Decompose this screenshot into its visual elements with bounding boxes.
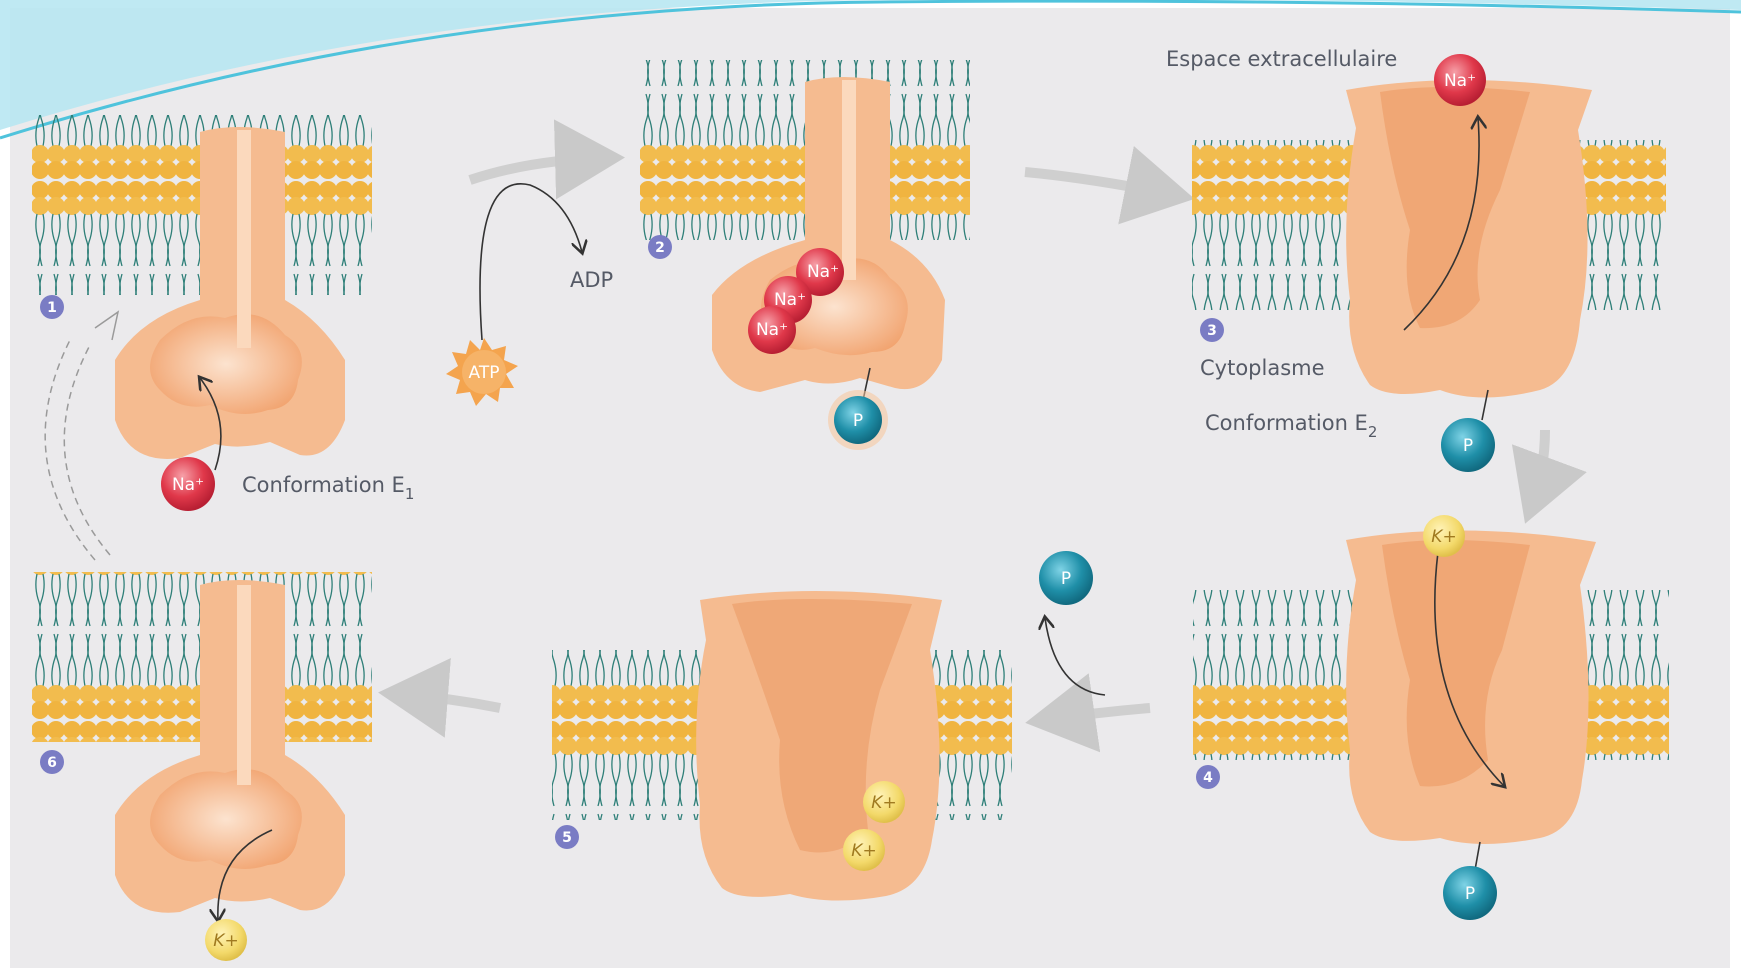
phosphate-label: P [1463, 436, 1473, 456]
released-phosphate-label: P [1061, 569, 1071, 589]
pump-channel [237, 130, 251, 348]
atp-label: ATP [469, 363, 500, 383]
sodium-ion-label: Na⁺ [1444, 71, 1476, 91]
step-number-6: 6 [47, 755, 57, 771]
potassium-ion-label: K+ [871, 793, 896, 813]
step-number-5: 5 [562, 830, 572, 846]
potassium-ion-label: K+ [851, 841, 876, 861]
extracellular-label: Espace extracellulaire [1166, 47, 1397, 71]
sodium-ion-label: Na⁺ [807, 262, 839, 282]
sodium-ion-label: Na⁺ [172, 475, 204, 495]
step-number-2: 2 [655, 240, 665, 256]
phosphate-label: P [1465, 884, 1475, 904]
sodium-ion-label: Na⁺ [756, 320, 788, 340]
step-number-3: 3 [1207, 323, 1217, 339]
step-number-1: 1 [47, 300, 57, 316]
step-number-4: 4 [1203, 770, 1213, 786]
pump-channel [237, 585, 251, 785]
potassium-ion-label: K+ [1431, 527, 1456, 547]
pump-channel [842, 80, 856, 280]
adp-label: ADP [570, 268, 613, 292]
phosphate-label: P [853, 411, 863, 431]
cytoplasm-label: Cytoplasme [1200, 356, 1325, 380]
potassium-ion-label: K+ [213, 931, 238, 951]
